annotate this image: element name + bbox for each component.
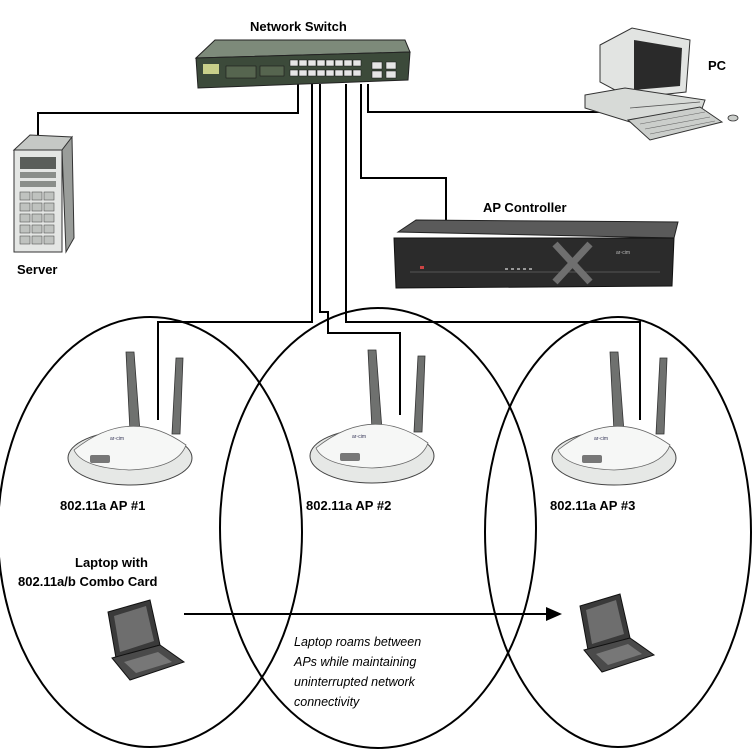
svg-text:ar◦cim: ar◦cim <box>594 436 608 442</box>
ap1-coverage-ellipse <box>0 317 302 747</box>
cable-ap-controller <box>361 84 446 222</box>
roaming-note-line2: APs while maintaining <box>293 655 416 669</box>
laptop-label-line2: 802.11a/b Combo Card <box>18 574 157 589</box>
laptop-label-line1: Laptop with <box>75 555 148 570</box>
network-switch <box>196 40 410 88</box>
roaming-note-line3: uninterrupted network <box>294 675 416 689</box>
server-label: Server <box>17 262 57 277</box>
ap2-label: 802.11a AP #2 <box>306 498 391 513</box>
pc-label: PC <box>708 58 727 73</box>
laptop-start-icon <box>108 600 184 680</box>
ap1-icon: ar◦cim <box>68 352 192 485</box>
roaming-arrowhead <box>546 607 562 621</box>
svg-text:ar◦cim: ar◦cim <box>616 250 630 256</box>
server-icon <box>14 135 74 252</box>
ap3-icon: ar◦cim <box>552 352 676 485</box>
ap3-label: 802.11a AP #3 <box>550 498 635 513</box>
ap2-icon: ar◦cim <box>310 350 434 483</box>
cable-pc <box>368 84 600 112</box>
ap-controller-icon: ar◦cim <box>394 220 678 288</box>
ap1-label: 802.11a AP #1 <box>60 498 145 513</box>
network-switch-label: Network Switch <box>250 19 347 34</box>
pc-icon <box>585 28 738 140</box>
cable-server <box>38 82 298 135</box>
svg-text:ar◦cim: ar◦cim <box>352 434 366 440</box>
roaming-note-line1: Laptop roams between <box>294 635 421 649</box>
ap-controller-label: AP Controller <box>483 200 567 215</box>
laptop-end-icon <box>580 594 654 672</box>
roaming-note-line4: connectivity <box>294 695 360 709</box>
svg-text:ar◦cim: ar◦cim <box>110 436 124 442</box>
